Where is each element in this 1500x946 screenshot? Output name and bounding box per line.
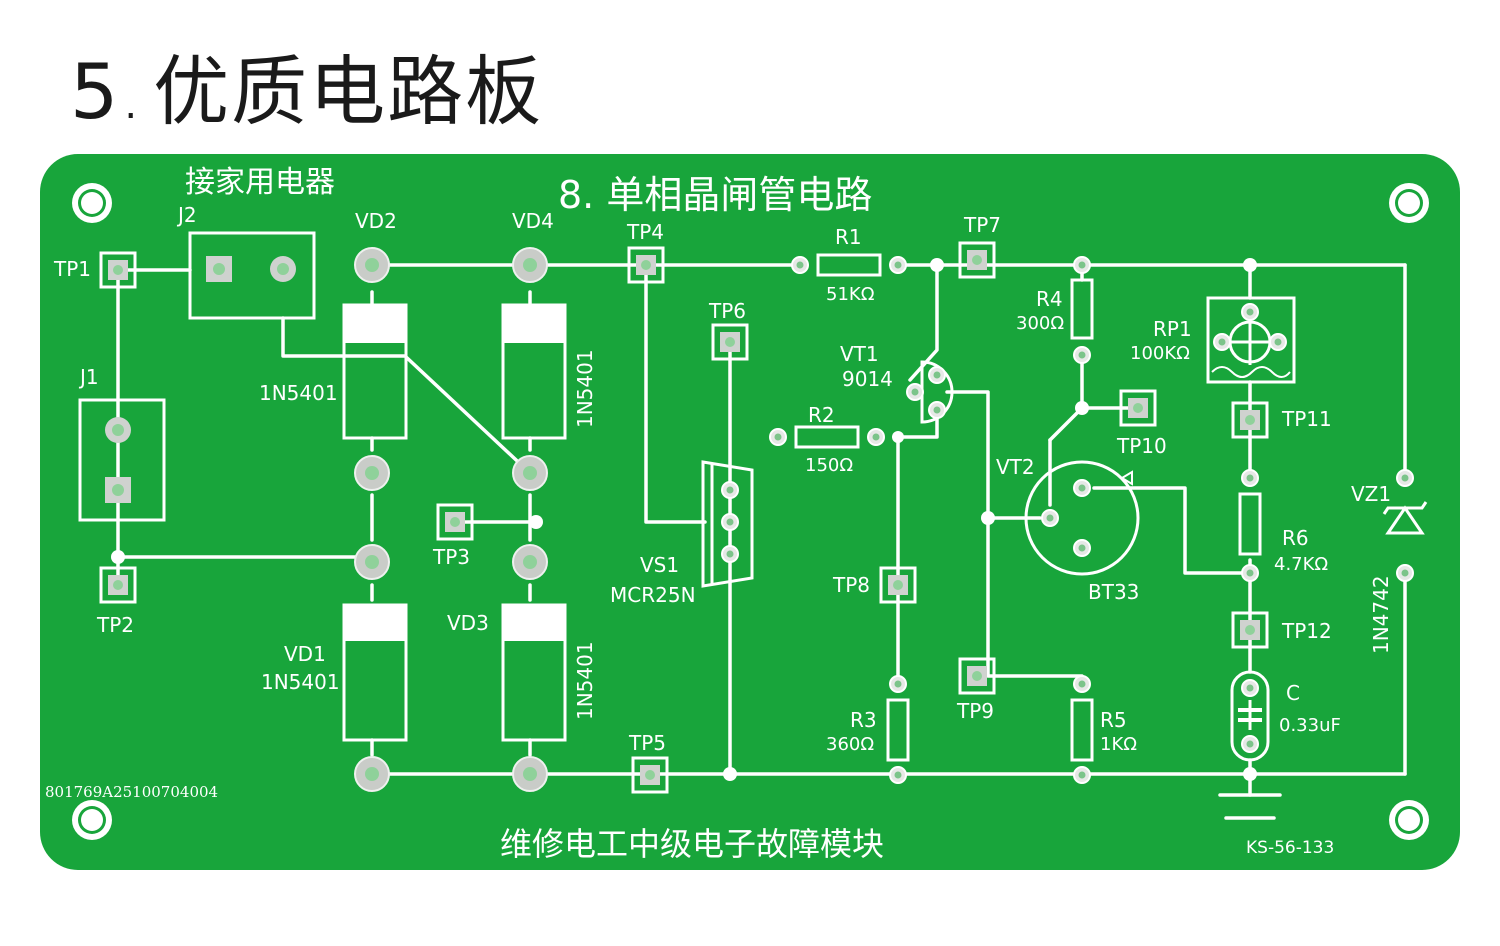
- label-rp1: RP1: [1153, 317, 1192, 341]
- silkscreen-labels: 8. 单相晶闸管电路 接家用电器 维修电工中级电子故障模块 801769A251…: [45, 165, 1393, 863]
- label-vt2-part: BT33: [1088, 580, 1139, 604]
- resistor-r1-outline: [791, 253, 907, 277]
- label-vs1-part: MCR25N: [610, 583, 696, 607]
- label-r4-value: 300Ω: [1016, 313, 1064, 334]
- label-tp12: TP12: [1281, 619, 1332, 643]
- label-tp8: TP8: [832, 573, 870, 597]
- footer-title: 维修电工中级电子故障模块: [500, 825, 884, 863]
- connector-j2: [188, 231, 316, 320]
- label-j1: J1: [78, 365, 99, 389]
- resistor-r5-outline: [1070, 675, 1094, 784]
- label-r4: R4: [1036, 287, 1063, 311]
- label-r2: R2: [808, 403, 835, 427]
- label-r1-value: 51KΩ: [826, 284, 875, 305]
- label-r6: R6: [1282, 526, 1309, 550]
- label-vd3-part: 1N5401: [573, 641, 597, 720]
- junction-dots: [111, 258, 1257, 781]
- diode-vd2-outline: [342, 303, 408, 440]
- load-label: 接家用电器: [185, 165, 335, 200]
- label-r3-value: 360Ω: [826, 734, 874, 755]
- resistor-r3-outline: [886, 675, 910, 784]
- connector-j1: [78, 398, 166, 522]
- label-r5-value: 1KΩ: [1100, 734, 1137, 755]
- label-c: C: [1286, 681, 1300, 705]
- label-vd1-part: 1N5401: [261, 670, 340, 694]
- label-tp6: TP6: [708, 299, 746, 323]
- label-r2-value: 150Ω: [805, 455, 853, 476]
- diode-vd1-outline: [342, 603, 408, 742]
- label-r3: R3: [850, 708, 877, 732]
- label-vz1-part: 1N4742: [1369, 575, 1393, 654]
- transistor-vt1-outline: [906, 360, 954, 424]
- heading-title: 优质电路板: [153, 47, 544, 136]
- diode-vd4-outline: [501, 303, 567, 440]
- label-tp4: TP4: [626, 220, 664, 244]
- page-heading: 5. 优质电路板: [70, 30, 543, 140]
- label-vt1-part: 9014: [842, 367, 893, 391]
- label-vt1: VT1: [840, 342, 879, 366]
- model-number: KS-56-133: [1246, 838, 1334, 858]
- label-rp1-value: 100KΩ: [1130, 343, 1190, 364]
- label-c-value: 0.33uF: [1279, 715, 1341, 736]
- label-vd4-part: 1N5401: [573, 349, 597, 428]
- label-tp10: TP10: [1116, 434, 1167, 458]
- label-vd1: VD1: [284, 642, 326, 666]
- label-vd2-part: 1N5401: [259, 381, 338, 405]
- label-j2: J2: [176, 203, 197, 227]
- ujt-vt2-outline: [1024, 460, 1140, 576]
- resistor-r6-outline: [1238, 469, 1262, 582]
- diode-vd3-outline: [501, 603, 567, 742]
- label-r5: R5: [1100, 708, 1127, 732]
- label-vd3: VD3: [447, 611, 489, 635]
- label-vs1: VS1: [640, 553, 679, 577]
- resistor-r4-outline: [1070, 256, 1094, 364]
- serial-number: 801769A25100704004: [45, 783, 218, 801]
- label-tp1: TP1: [53, 257, 91, 281]
- label-vd4: VD4: [512, 209, 554, 233]
- label-tp2: TP2: [96, 613, 134, 637]
- heading-number: 5: [70, 47, 121, 136]
- zener-vz1-outline: [1382, 469, 1428, 582]
- label-r6-value: 4.7KΩ: [1274, 554, 1328, 575]
- scr-vs1-outline: [701, 460, 754, 588]
- mounting-hole: [72, 183, 112, 223]
- mounting-hole: [1389, 183, 1429, 223]
- label-tp3: TP3: [432, 545, 470, 569]
- heading-separator: .: [124, 82, 140, 128]
- mounting-hole: [72, 800, 112, 840]
- label-vd2: VD2: [355, 209, 397, 233]
- label-tp9: TP9: [956, 699, 994, 723]
- resistor-r2-outline: [769, 425, 885, 449]
- label-vt2: VT2: [996, 455, 1035, 479]
- label-vz1: VZ1: [1351, 482, 1391, 506]
- label-tp11: TP11: [1281, 407, 1332, 431]
- label-tp7: TP7: [963, 213, 1001, 237]
- label-r1: R1: [835, 225, 862, 249]
- mounting-hole: [1389, 800, 1429, 840]
- label-tp5: TP5: [628, 731, 666, 755]
- capacitor-c-outline: [1230, 670, 1270, 762]
- section-title: 8. 单相晶闸管电路: [558, 173, 872, 217]
- potentiometer-rp1-outline: [1206, 296, 1296, 384]
